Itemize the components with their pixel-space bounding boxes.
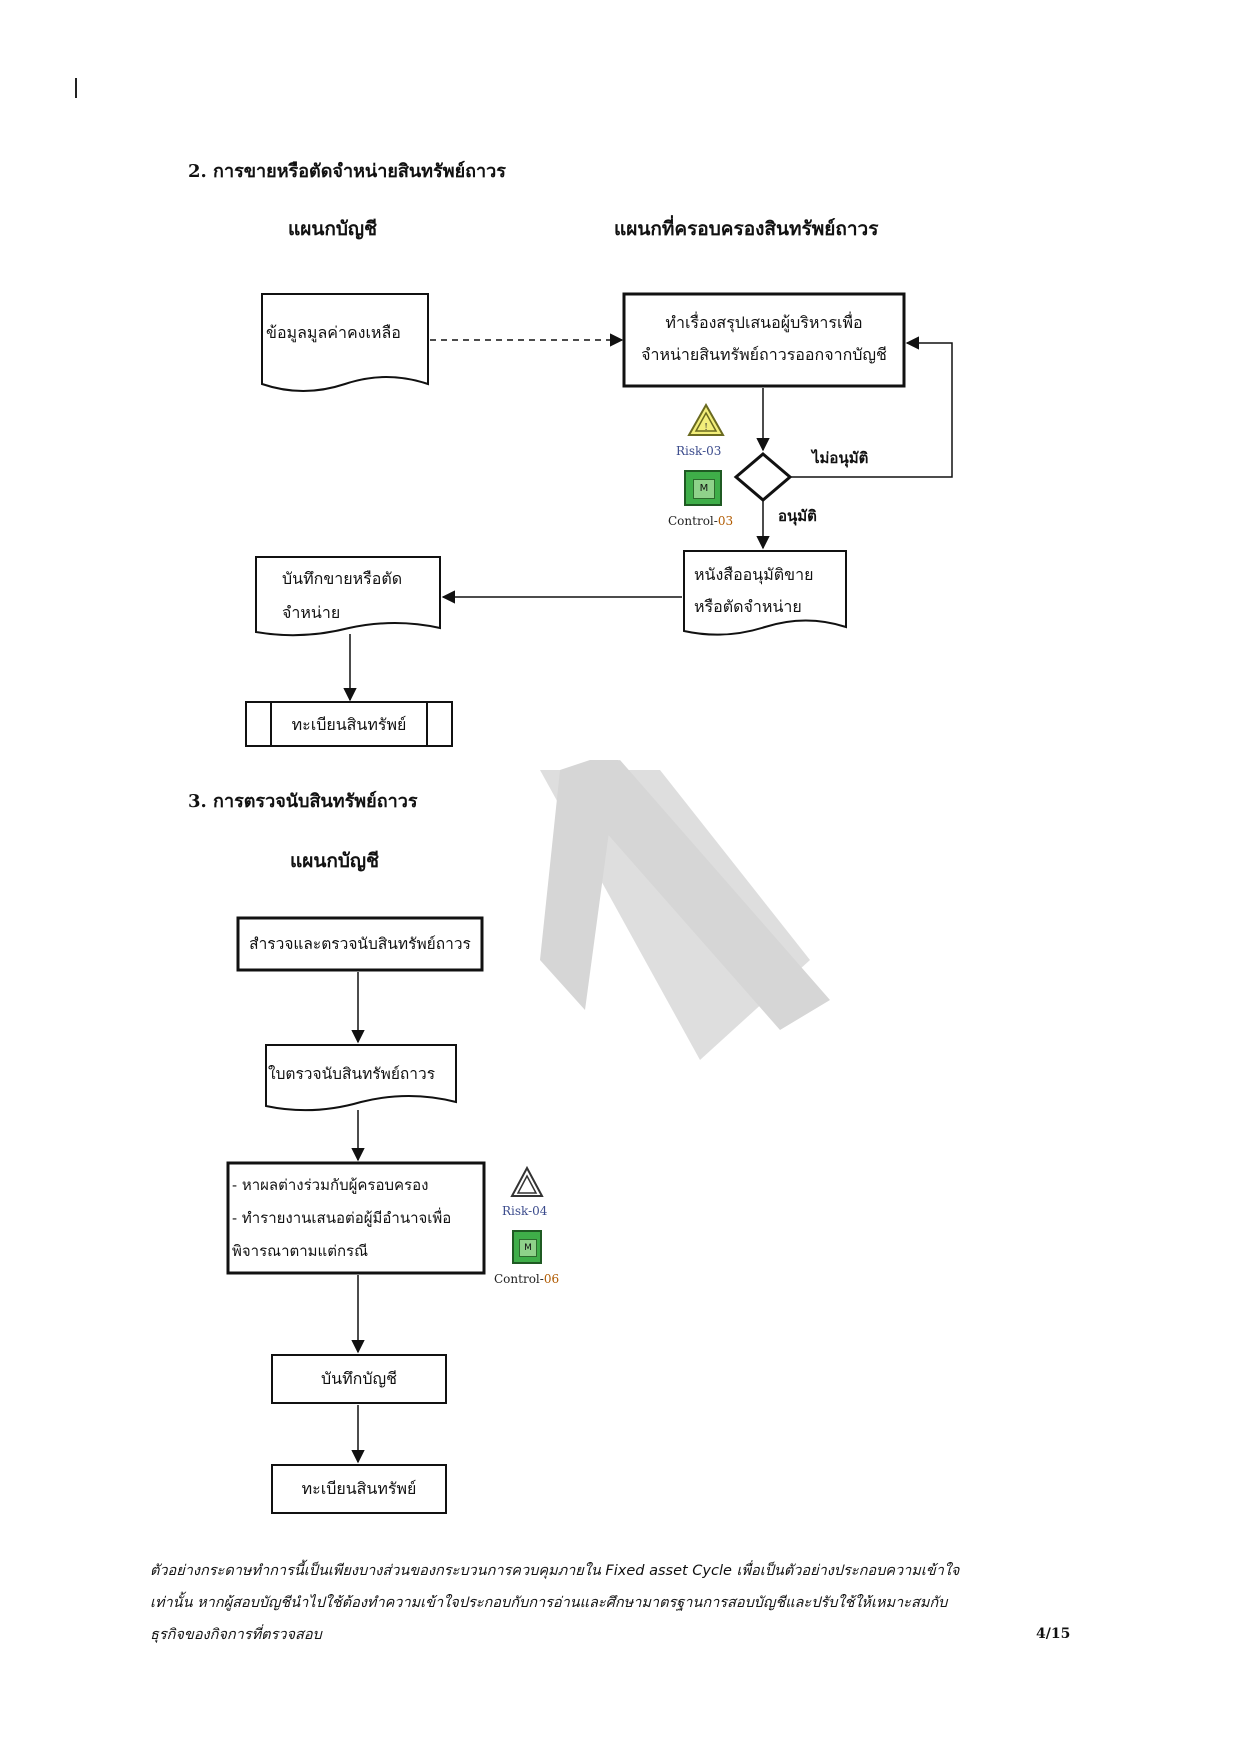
watermark-shape: [540, 760, 830, 1030]
section2-col-asset-dept: แผนกที่ครอบครองสินทรัพย์ถาวร: [614, 218, 879, 240]
section3-col-accounting: แผนกบัญชี: [290, 850, 380, 872]
survey-box: สำรวจและตรวจนับสินทรัพย์ถาวร: [249, 935, 471, 953]
control-06-label: Control-06: [494, 1272, 559, 1286]
asset-register-1: ทะเบียนสินทรัพย์: [291, 715, 407, 734]
record-accounting: บันทึกบัญชี: [321, 1369, 397, 1388]
section3-title: 3. การตรวจนับสินทรัพย์ถาวร: [188, 791, 418, 812]
risk-04-label: Risk-04: [502, 1204, 548, 1218]
asset-register-2: ทะเบียนสินทรัพย์: [301, 1479, 417, 1498]
diff-line3: พิจารณาตามแต่กรณี: [232, 1242, 369, 1260]
doc-remaining-value: ข้อมูลมูลค่าคงเหลือ: [266, 323, 401, 342]
diff-line1: - หาผลต่างร่วมกับผู้ครอบครอง: [232, 1176, 429, 1194]
record-line2: จำหน่าย: [282, 603, 341, 622]
warning-icon: [510, 1166, 544, 1197]
label-approved: อนุมัติ: [778, 507, 817, 525]
doc-shape-record: [255, 556, 441, 637]
survey-box-shape: [236, 916, 484, 972]
control-prefix: Control-: [494, 1272, 544, 1286]
footer-line1: ตัวอย่างกระดาษทำการนี้เป็นเพียงบางส่วนขอ…: [150, 1563, 960, 1579]
control-icon-letter: M: [693, 479, 715, 499]
register-shape-2: [271, 1464, 447, 1514]
diff-line2: - ทำรายงานเสนอต่อผู้มีอำนาจเพื่อ: [232, 1209, 452, 1227]
page-number: 4/15: [1036, 1626, 1071, 1642]
control-icon-letter: M: [519, 1239, 537, 1257]
warning-icon: !: [687, 402, 725, 436]
approval-doc-line2: หรือตัดจำหน่าย: [694, 597, 802, 616]
control-icon: M: [684, 470, 722, 506]
text-cursor-mark: [75, 78, 77, 98]
control-03-label: Control-03: [668, 514, 733, 528]
label-not-approved: ไม่อนุมัติ: [812, 449, 869, 467]
proposal-line1: ทำเรื่องสรุปเสนอผู้บริหารเพื่อ: [665, 313, 863, 332]
record-line1: บันทึกขายหรือตัด: [282, 569, 403, 588]
footer-line3: ธุรกิจของกิจการที่ตรวจสอบ: [150, 1627, 322, 1643]
control-num: 03: [717, 514, 734, 528]
control-icon: M: [512, 1230, 542, 1264]
section2-title: 2. การขายหรือตัดจำหน่ายสินทรัพย์ถาวร: [188, 161, 506, 182]
diff-box-shape: [226, 1161, 486, 1275]
approval-doc-line1: หนังสืออนุมัติขาย: [694, 565, 814, 584]
control-num: 06: [543, 1272, 560, 1286]
count-sheet: ใบตรวจนับสินทรัพย์ถาวร: [268, 1065, 436, 1083]
risk-03-label: Risk-03: [676, 444, 722, 458]
svg-text:!: !: [704, 423, 708, 433]
proposal-box-shape: [622, 292, 906, 388]
control-prefix: Control-: [668, 514, 718, 528]
footer-line2: เท่านั้น หากผู้สอบบัญชีนำไปใช้ต้องทำความ…: [150, 1595, 948, 1611]
register-shape-1: [245, 701, 453, 747]
record-accounting-shape: [271, 1354, 447, 1404]
section2-col-accounting: แผนกบัญชี: [288, 218, 378, 240]
doc-shape-remaining-value: [261, 293, 429, 392]
doc-shape-count-sheet: [265, 1044, 457, 1112]
doc-shape-approval: [683, 550, 847, 636]
proposal-line2: จำหน่ายสินทรัพย์ถาวรออกจากบัญชี: [641, 345, 887, 364]
